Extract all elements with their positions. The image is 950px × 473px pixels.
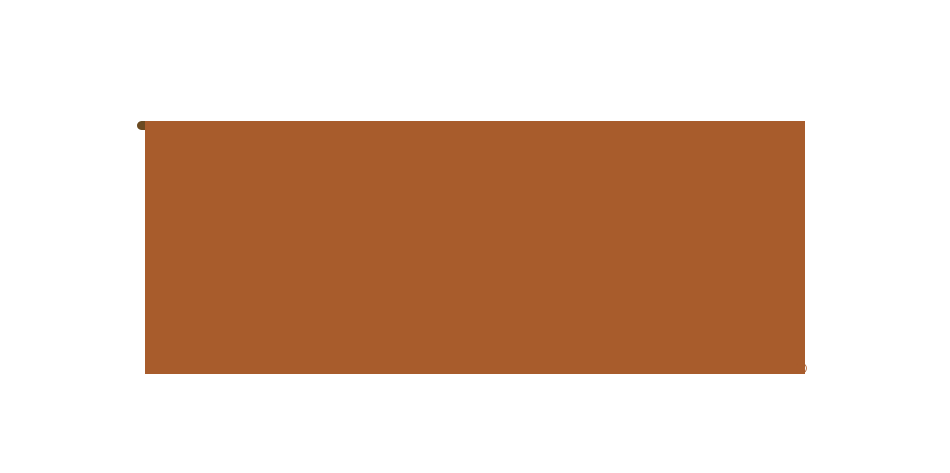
registered-trademark-icon: ® [793, 359, 809, 378]
corner-mark [137, 121, 146, 130]
orange-color-block [145, 121, 805, 374]
